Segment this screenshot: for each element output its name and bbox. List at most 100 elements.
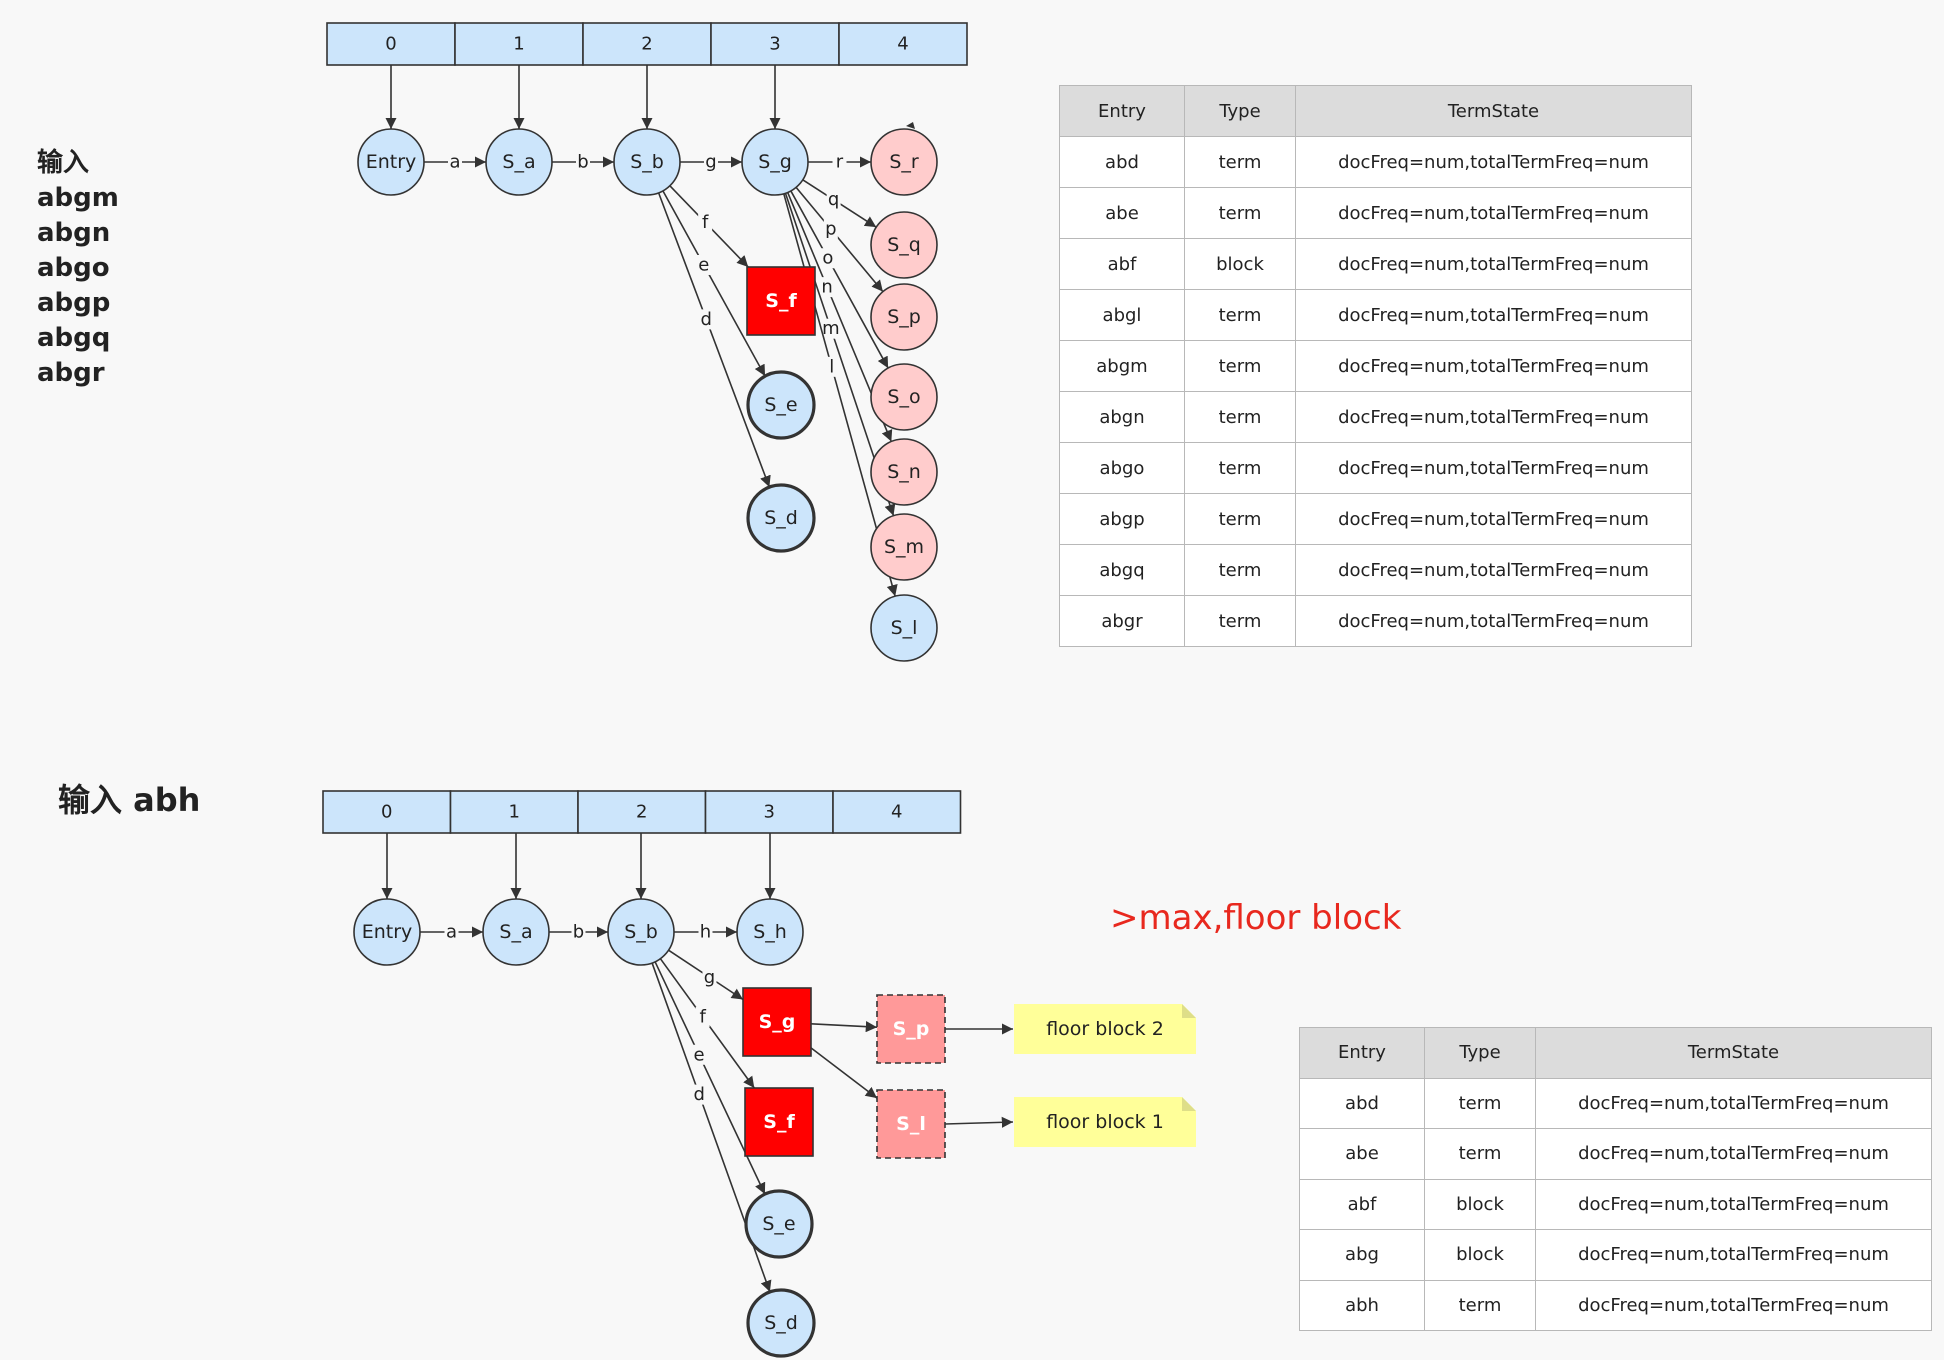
svg-text:f: f [699,1006,706,1027]
svg-text:S_f: S_f [765,290,797,312]
svg-text:Entry: Entry [366,151,417,173]
svg-text:S_m: S_m [884,536,924,558]
array-cell-2: 2 [582,22,712,66]
cell-entry: abgl [1059,289,1185,341]
svg-text:d: d [701,309,712,330]
svg-text:e: e [693,1044,704,1065]
svg-text:S_a: S_a [499,921,532,943]
svg-text:3: 3 [769,34,780,55]
edge-sa-sb: b [549,922,608,943]
cell-termstate: docFreq=num,totalTermFreq=num [1295,544,1692,596]
column-header-termstate: TermState [1535,1027,1932,1079]
node-entry: Entry [353,898,421,966]
edge-sg-sp [810,1021,878,1033]
svg-text:2: 2 [636,802,647,823]
node-sp: S_p [876,994,946,1064]
cell-entry: abf [1059,238,1185,290]
cell-termstate: docFreq=num,totalTermFreq=num [1295,136,1692,188]
input-label: 输入 [37,148,90,178]
edge-sb-sg: g [668,949,744,1001]
input-term: abgq [37,323,111,353]
svg-text:4: 4 [897,34,908,55]
svg-text:S_d: S_d [764,1312,798,1334]
cell-entry: abd [1059,136,1185,188]
svg-text:S_g: S_g [759,1011,796,1033]
node-sl: S_l [870,594,938,662]
node-sd: S_d [746,1288,816,1358]
node-so: S_o [870,363,938,431]
cell-termstate: docFreq=num,totalTermFreq=num [1535,1128,1932,1180]
edge-sa-sb: b [552,152,614,173]
svg-text:d: d [694,1084,705,1105]
cell-entry: abe [1299,1128,1425,1180]
cell-termstate: docFreq=num,totalTermFreq=num [1535,1229,1932,1281]
cell-type: block [1424,1178,1536,1230]
cell-type: block [1424,1229,1536,1281]
svg-text:a: a [449,152,460,173]
svg-text:S_o: S_o [887,386,920,408]
edge-entry-sa: a [424,152,486,173]
svg-text:Entry: Entry [362,921,413,943]
node-se: S_e [744,1189,814,1259]
svg-text:S_g: S_g [758,151,792,173]
input-list-top: 输入 abgm abgn abgo abgp abgq abgr [37,146,119,391]
cell-entry: abh [1299,1279,1425,1331]
input-term: abgr [37,358,105,388]
svg-text:1: 1 [513,34,524,55]
arrow-sl-to-floor1 [944,1116,1014,1128]
svg-text:1: 1 [509,802,520,823]
node-sb: S_b [613,128,681,196]
svg-text:S_l: S_l [896,1113,926,1135]
cell-termstate: docFreq=num,totalTermFreq=num [1295,595,1692,647]
svg-text:S_e: S_e [762,1213,795,1235]
node-sa: S_a [485,128,553,196]
svg-text:S_e: S_e [764,394,797,416]
node-sg: S_g [741,128,809,196]
svg-text:a: a [446,922,457,943]
node-sq: S_q [870,211,938,279]
node-sg: S_g [742,987,812,1057]
edge-sg-sr: r [808,152,871,173]
cell-termstate: docFreq=num,totalTermFreq=num [1295,289,1692,341]
svg-text:b: b [573,922,584,943]
array-cell-4: 4 [832,790,962,834]
svg-text:4: 4 [891,802,902,823]
edge-sb-sh: h [674,922,737,943]
svg-text:floor block 1: floor block 1 [1046,1111,1164,1133]
input-term: abgm [37,183,119,213]
cell-type: term [1184,595,1296,647]
svg-text:S_h: S_h [753,921,787,943]
array-cell-0: 0 [326,22,456,66]
edge-sg-sq: q [802,179,877,228]
node-sf: S_f [746,266,816,336]
cell-type: term [1184,289,1296,341]
node-sm: S_m [870,513,938,581]
svg-text:S_f: S_f [763,1111,795,1133]
svg-text:floor block 2: floor block 2 [1046,1018,1164,1040]
array-cell-3: 3 [710,22,840,66]
node-sp: S_p [870,283,938,351]
svg-text:0: 0 [385,34,396,55]
svg-text:l: l [829,356,834,377]
cell-termstate: docFreq=num,totalTermFreq=num [1295,493,1692,545]
cell-entry: abe [1059,187,1185,239]
floor-block-2-note: floor block 2 [1014,1004,1196,1054]
cell-termstate: docFreq=num,totalTermFreq=num [1295,340,1692,392]
svg-text:g: g [705,152,716,173]
cell-termstate: docFreq=num,totalTermFreq=num [1535,1077,1932,1129]
svg-text:f: f [702,212,709,233]
column-header-entry: Entry [1299,1027,1425,1079]
cell-type: term [1184,442,1296,494]
svg-text:S_d: S_d [764,507,798,529]
